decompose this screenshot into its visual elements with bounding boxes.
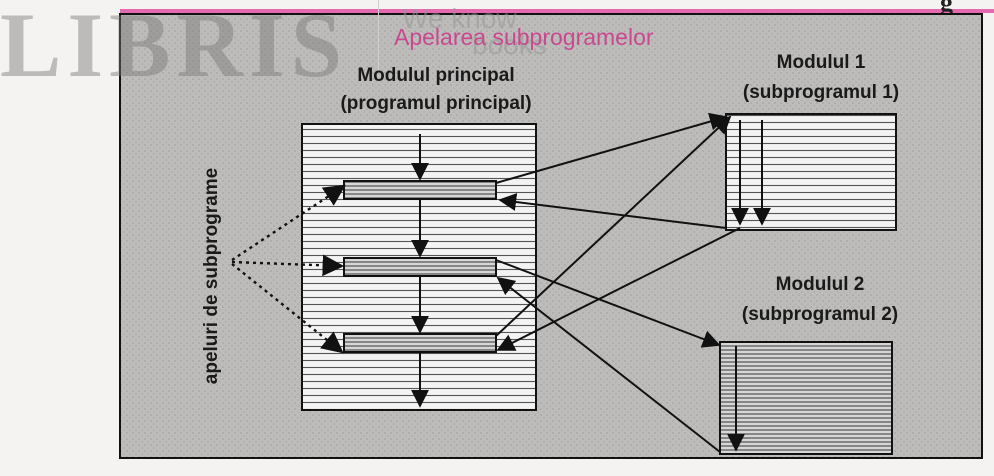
header-rule xyxy=(120,9,994,13)
tagline-line-1: We know xyxy=(402,3,517,34)
module1-block xyxy=(725,113,897,231)
calls-label: apeluri de subprograme xyxy=(198,128,226,424)
main-module-label: Modulul principal (programul principal) xyxy=(298,62,574,118)
watermark-tagline: We know books xyxy=(402,3,547,60)
module1-label-line2: (subprogramul 1) xyxy=(742,82,900,103)
call-bar-3 xyxy=(343,333,497,353)
diagram-title: Apelarea subprogramelor xyxy=(394,24,654,50)
page-corner-text: g xyxy=(940,0,953,17)
main-module-label-line1: Modulul principal xyxy=(357,65,515,86)
module1-label-line1: Modulul 1 xyxy=(776,52,866,73)
module2-block xyxy=(719,341,893,455)
call-bar-1 xyxy=(343,180,497,200)
module2-label-line2: (subprogramul 2) xyxy=(741,304,899,325)
module2-label: Modulul 2 (subprogramul 2) xyxy=(700,270,940,330)
module1-label: Modulul 1 (subprogramul 1) xyxy=(706,48,936,108)
watermark-divider xyxy=(378,0,379,70)
libris-logo-watermark: LIBRIS xyxy=(0,0,348,96)
module1-flow-arrows xyxy=(731,120,771,226)
call-arrows xyxy=(495,112,741,453)
call-pointer-lines xyxy=(231,184,346,354)
calls-label-text: apeluri de subprograme xyxy=(201,167,222,385)
module2-label-line1: Modulul 2 xyxy=(775,274,865,295)
tagline-line-2: books xyxy=(472,29,547,60)
call-bar-2 xyxy=(343,257,497,277)
main-module-label-line2: (programul principal) xyxy=(340,93,532,114)
